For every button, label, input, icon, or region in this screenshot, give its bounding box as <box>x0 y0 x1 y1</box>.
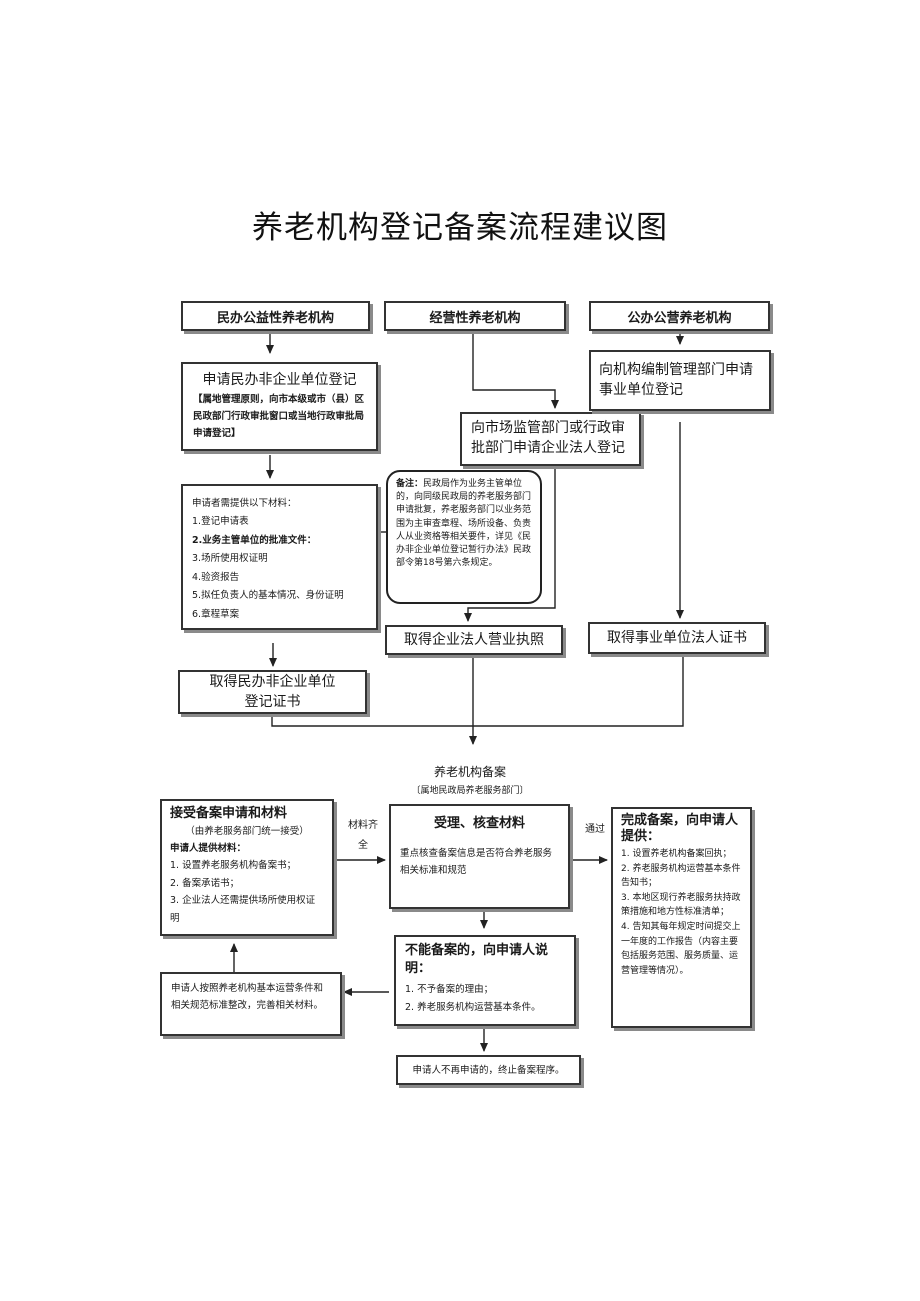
apply-institution-box: 向机构编制管理部门申请事业单位登记 <box>589 350 771 411</box>
reject-box: 不能备案的，向申请人说明： 1. 不予备案的理由； 2. 养老服务机构运营基本条… <box>394 935 576 1026</box>
materials-item: 3.场所使用权证明 <box>192 553 268 564</box>
complete-item: 3. 本地区现行养老服务扶持政策措施和地方性标准清单； <box>621 892 741 918</box>
filing-title: 养老机构备案 <box>433 765 506 779</box>
apply-nonenterprise-title: 申请民办非企业单位登记 <box>202 372 357 388</box>
materials-item: 2.业务主管单位的批准文件： <box>192 534 317 546</box>
header-private-nonprofit: 民办公益性养老机构 <box>181 301 370 331</box>
materials-complete-label: 材料齐全 <box>348 820 378 851</box>
accept-application-box: 接受备案申请和材料 （由养老服务部门统一接受） 申请人提供材料： 1. 设置养老… <box>160 799 334 936</box>
business-license-box: 取得企业法人营业执照 <box>385 625 563 655</box>
pass-label: 通过 <box>585 824 605 835</box>
complete-item: 4. 告知其每年规定时间提交上一年度的工作报告（内容主要包括服务范围、服务质量、… <box>621 921 741 976</box>
note-label: 备注： <box>396 479 424 489</box>
page-title: 养老机构登记备案流程建议图 <box>252 210 668 246</box>
review-text: 重点核查备案信息是否符合养老服务相关标准和规范 <box>400 848 553 876</box>
materials-item: 1.登记申请表 <box>192 516 249 527</box>
rectify-box: 申请人按照养老机构基本运营条件和相关规范标准整改，完善相关材料。 <box>160 972 342 1036</box>
materials-item: 4.验资报告 <box>192 571 240 583</box>
complete-title: 完成备案，向申请人提供： <box>621 813 739 844</box>
nonenterprise-certificate-box: 取得民办非企业单位登记证书 <box>178 670 367 714</box>
accept-item: 1. 设置养老服务机构备案书； <box>170 860 297 871</box>
accept-intro: 申请人提供材料： <box>170 843 247 854</box>
filing-subtitle: 〔属地民政局养老服务部门〕 <box>411 786 529 796</box>
review-title: 受理、核查材料 <box>433 816 525 831</box>
review-materials-box: 受理、核查材料 重点核查备案信息是否符合养老服务相关标准和规范 <box>389 804 570 909</box>
accept-subtitle: （由养老服务部门统一接受） <box>185 826 309 837</box>
complete-item: 1. 设置养老机构备案回执； <box>621 849 732 859</box>
filing-complete-box: 完成备案，向申请人提供： 1. 设置养老机构备案回执； 2. 养老服务机构运营基… <box>611 807 752 1028</box>
apply-enterprise-box: 向市场监管部门或行政审批部门申请企业法人登记 <box>460 412 641 466</box>
materials-title: 申请者需提供以下材料： <box>192 498 297 509</box>
complete-items: 1. 设置养老机构备案回执； 2. 养老服务机构运营基本条件告知书； 3. 本地… <box>621 847 742 978</box>
reject-items: 1. 不予备案的理由； 2. 养老服务机构运营基本条件。 <box>405 981 565 1017</box>
complete-item: 2. 养老服务机构运营基本条件告知书； <box>621 863 741 889</box>
header-public: 公办公营养老机构 <box>589 301 770 331</box>
terminate-box: 申请人不再申请的，终止备案程序。 <box>396 1055 581 1085</box>
materials-item: 5.拟任负责人的基本情况、身份证明 <box>192 590 344 601</box>
apply-nonenterprise-box: 申请民办非企业单位登记 【属地管理原则，向市本级或市（县）区民政部门行政审批窗口… <box>181 362 378 451</box>
apply-nonenterprise-detail: 【属地管理原则，向市本级或市（县）区民政部门行政审批窗口或当地行政审批局申请登记… <box>193 394 365 439</box>
accept-title: 接受备案申请和材料 <box>170 806 288 821</box>
accept-items: 1. 设置养老服务机构备案书； 2. 备案承诺书； 3. 企业法人还需提供场所使… <box>170 857 324 927</box>
reject-item: 2. 养老服务机构运营基本条件。 <box>405 1002 541 1013</box>
header-commercial: 经营性养老机构 <box>384 301 566 331</box>
materials-list: 1.登记申请表 2.业务主管单位的批准文件： 3.场所使用权证明 4.验资报告 … <box>192 513 367 624</box>
institution-certificate-box: 取得事业单位法人证书 <box>588 622 766 654</box>
reject-title: 不能备案的，向申请人说明： <box>405 943 549 976</box>
materials-box: 申请者需提供以下材料： 1.登记申请表 2.业务主管单位的批准文件： 3.场所使… <box>181 484 378 630</box>
materials-item: 6.章程草案 <box>192 608 240 620</box>
reject-item: 1. 不予备案的理由； <box>405 984 494 995</box>
note-text: 民政局作为业务主管单位的，向同级民政局的养老服务部门申请批复，养老服务部门以业务… <box>396 479 532 569</box>
accept-item: 2. 备案承诺书； <box>170 877 240 889</box>
note-box: 备注：民政局作为业务主管单位的，向同级民政局的养老服务部门申请批复，养老服务部门… <box>386 470 542 604</box>
accept-item: 3. 企业法人还需提供场所使用权证明 <box>170 895 316 924</box>
